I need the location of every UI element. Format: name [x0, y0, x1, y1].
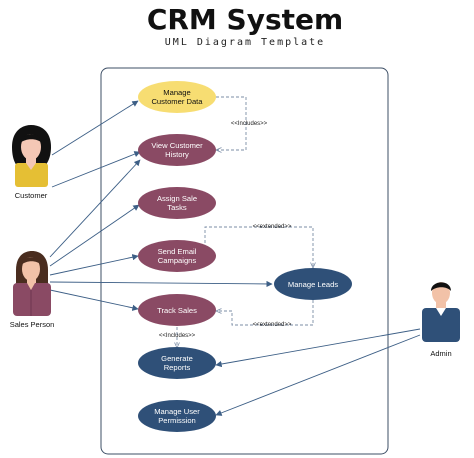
sales-to-view-customer-history	[49, 159, 141, 258]
actor-sales-person[interactable]: Sales Person	[10, 251, 55, 329]
dashed-relations	[177, 96, 314, 348]
customer-avatar-icon	[12, 125, 51, 187]
use-case-send-email-campaigns[interactable]: Send Email Campaigns	[138, 240, 216, 272]
use-case-manage-leads[interactable]: Manage Leads	[274, 268, 352, 300]
extended-relation-1	[204, 226, 313, 268]
actor-customer[interactable]: Customer	[12, 125, 51, 200]
use-case-generate-reports[interactable]: Generate Reports	[138, 347, 216, 379]
use-case-label-line-1: Assign Sale	[157, 194, 197, 203]
use-case-assign-sale-tasks[interactable]: Assign Sale Tasks	[138, 187, 216, 219]
actor-sales-person-label: Sales Person	[10, 320, 55, 329]
use-case-label-line-2: Customer Data	[151, 97, 203, 106]
sales-to-track-sales	[49, 289, 139, 311]
customer-to-manage-customer-data	[51, 100, 139, 156]
use-case-label-line-2: Permission	[158, 416, 196, 425]
use-case-view-customer-history[interactable]: View Customer History	[138, 134, 216, 166]
page-subtitle: UML Diagram Template	[165, 37, 325, 48]
sales-to-assign-sale-tasks	[49, 204, 140, 267]
includes-relation-1	[216, 96, 247, 150]
use-case-label-line-2: Campaigns	[158, 256, 197, 265]
system-boundary	[100, 67, 389, 455]
use-case-label-line-1: Generate	[161, 354, 193, 363]
extended-relation-2	[216, 300, 314, 326]
admin-avatar-icon	[422, 282, 460, 342]
use-case-label: Track Sales	[157, 306, 197, 315]
admin-to-manage-user-permission	[215, 334, 421, 416]
actor-admin[interactable]: Admin	[422, 282, 460, 358]
sales-person-avatar-icon	[13, 251, 51, 316]
use-case-track-sales[interactable]: Track Sales	[138, 294, 216, 326]
use-case-manage-customer-data[interactable]: Manage Customer Data	[138, 81, 216, 113]
sales-to-manage-leads	[49, 280, 273, 288]
actor-admin-label: Admin	[430, 349, 451, 358]
use-case-label-line-2: Reports	[164, 363, 191, 372]
extended-label-2: <<extended>>	[253, 322, 292, 328]
extended-label-1: <<extended>>	[253, 224, 292, 230]
admin-to-generate-reports	[215, 328, 421, 368]
customer-to-view-customer-history	[51, 151, 141, 188]
use-case-label-line-1: Manage User	[154, 407, 200, 416]
use-case-label-line-2: Tasks	[167, 203, 187, 212]
use-case-label: Manage Leads	[288, 280, 338, 289]
includes-label-1: <<Includes>>	[231, 121, 268, 127]
use-case-manage-user-permission[interactable]: Manage User Permission	[138, 400, 216, 432]
use-case-label-line-1: Manage	[163, 88, 190, 97]
association-lines	[49, 100, 421, 416]
use-case-label-line-1: View Customer	[151, 141, 203, 150]
page-title: CRM System	[147, 3, 343, 36]
use-case-label-line-1: Send Email	[158, 247, 197, 256]
includes-label-2: <<Includes>>	[159, 333, 196, 339]
use-case-label-line-2: History	[165, 150, 189, 159]
sales-to-send-email-campaigns	[49, 254, 139, 276]
actor-customer-label: Customer	[15, 191, 48, 200]
